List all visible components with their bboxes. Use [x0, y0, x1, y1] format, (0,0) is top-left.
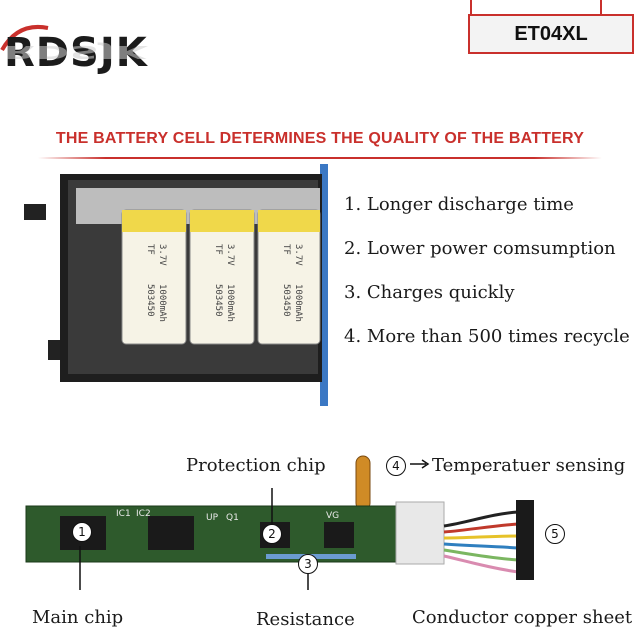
badge-bracket-right: [600, 0, 602, 16]
cell-print: 3.7V: [225, 244, 235, 266]
logo-swoosh-icon: [0, 25, 49, 52]
silkscreen-label: IC1: [116, 509, 131, 519]
silkscreen-label: UP: [206, 513, 219, 523]
protection-chip-2: [324, 522, 354, 548]
feature-item: 1. Longer discharge time: [344, 194, 574, 215]
label-main-chip: Main chip: [32, 607, 124, 628]
wire-harness: [443, 510, 519, 574]
logo-reflection: RDSJK: [4, 41, 148, 62]
marker-4: 4: [386, 456, 406, 476]
battery-cells: [121, 209, 321, 345]
battery-frame-edge: [320, 164, 328, 406]
battery-illustration: TF 3.7V 503450 1000mAh TF 3.7V 503450 10…: [24, 164, 328, 406]
cell-print: TF: [213, 244, 223, 255]
cell-print: 1000mAh: [293, 284, 303, 322]
marker-5: 5: [545, 524, 565, 544]
battery-tab: [24, 204, 46, 220]
cell-print: 503450: [281, 284, 291, 317]
silkscreen-label: Q1: [226, 513, 239, 523]
cell-print: TF: [145, 244, 155, 255]
logo-wordmark: RDSJK: [4, 30, 148, 76]
cell-print: 1000mAh: [225, 284, 235, 322]
label-temperature-sensing: Temperatuer sensing: [432, 455, 626, 476]
label-protection-chip: Protection chip: [186, 455, 326, 476]
headline: THE BATTERY CELL DETERMINES THE QUALITY …: [55, 130, 585, 147]
model-badge: ET04XL: [468, 14, 634, 54]
feature-item: 3. Charges quickly: [344, 282, 515, 303]
marker-3: 3: [298, 554, 318, 574]
cell-print: 3.7V: [157, 244, 167, 266]
pcb-connector-plate: [395, 501, 445, 565]
marker-2: 2: [262, 524, 282, 544]
battery-cell-top: [258, 210, 320, 232]
battery-cell-top: [190, 210, 254, 232]
cell-print: 1000mAh: [157, 284, 167, 322]
cell-print: 503450: [213, 284, 223, 317]
badge-bracket-left: [470, 0, 472, 16]
cell-print: 3.7V: [293, 244, 303, 266]
marker-1: 1: [72, 522, 92, 542]
feature-item: 2. Lower power comsumption: [344, 238, 616, 259]
brand-logo: RDSJK RDSJK: [0, 14, 190, 94]
label-resistance: Resistance: [256, 609, 355, 630]
battery-cell-top: [122, 210, 186, 232]
cell-print: 503450: [145, 284, 155, 317]
arrow-icon: [408, 454, 432, 479]
feature-item: 4. More than 500 times recycle: [344, 326, 630, 347]
silkscreen-label: IC2: [136, 509, 151, 519]
headline-divider: [38, 157, 602, 159]
connector-plug: [516, 500, 534, 580]
silkscreen-label: VG: [326, 511, 339, 521]
cell-print: TF: [281, 244, 291, 255]
ic-chip: [148, 516, 194, 550]
label-conductor-copper-sheet: Conductor copper sheet: [412, 607, 633, 628]
thermistor: [355, 455, 371, 511]
